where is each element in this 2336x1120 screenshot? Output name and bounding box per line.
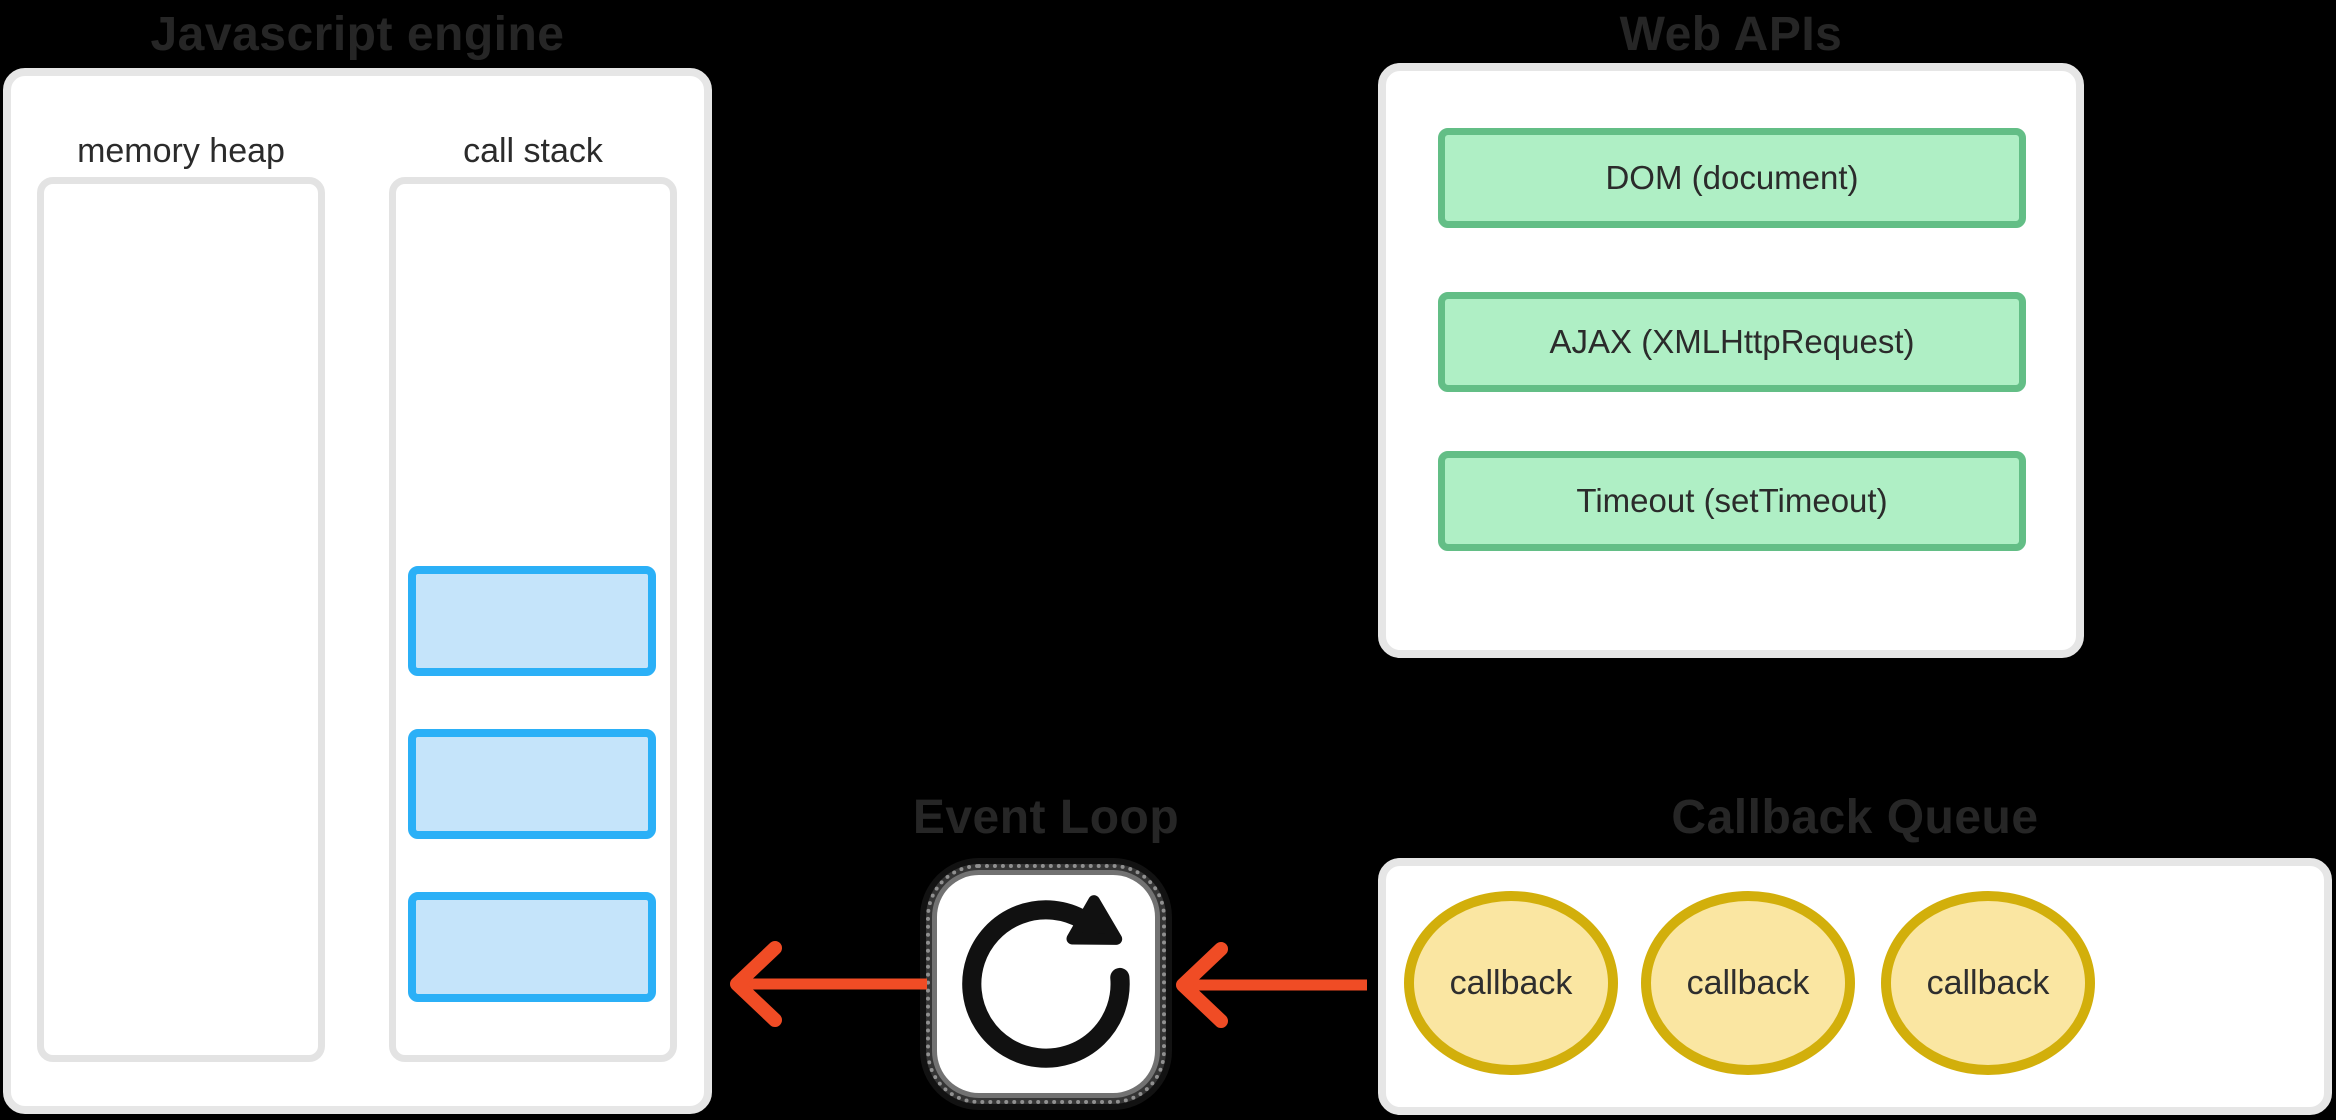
callback-item: callback [1404,891,1618,1075]
clockwise-loop-icon [962,895,1130,1068]
web-api-item-timeout: Timeout (setTimeout) [1438,451,2026,551]
arrow-callback-queue-to-event-loop [1176,942,1367,1028]
memory-heap-box [37,177,325,1062]
call-stack-label: call stack [463,132,603,170]
arrow-event-loop-to-call-stack [730,941,927,1027]
web-apis-title: Web APIs [1619,8,1843,61]
web-api-item-dom: DOM (document) [1438,128,2026,228]
callback-item: callback [1641,891,1855,1075]
callback-queue-title: Callback Queue [1671,791,2039,844]
stack-frame [408,729,656,839]
stack-frame [408,566,656,676]
event-loop-icon-box [926,864,1166,1104]
web-api-item-ajax: AJAX (XMLHttpRequest) [1438,292,2026,392]
callback-item: callback [1881,891,2095,1075]
stack-frame [408,892,656,1002]
event-loop-title: Event Loop [912,791,1180,844]
memory-heap-label: memory heap [77,132,285,170]
js-engine-title: Javascript engine [150,8,565,61]
